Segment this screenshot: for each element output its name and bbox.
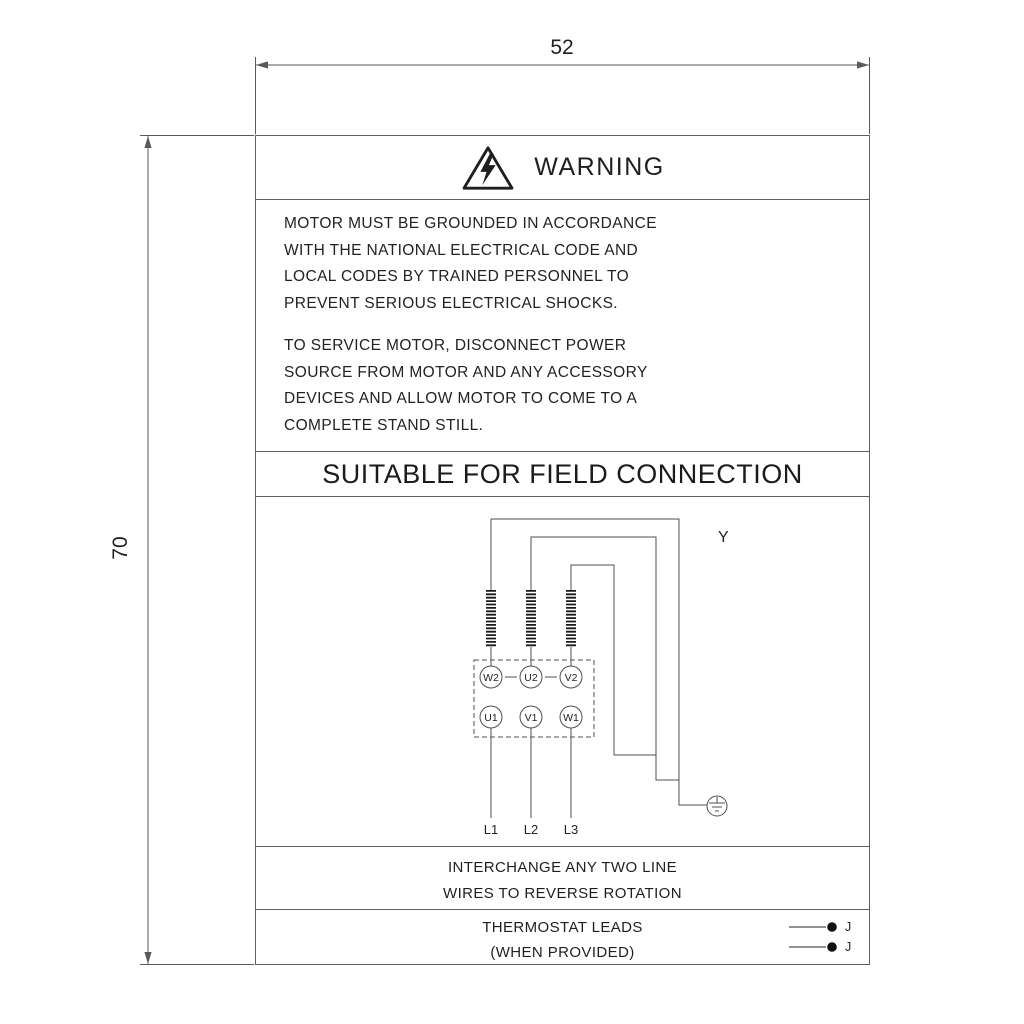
winding-route-outer xyxy=(490,518,707,806)
arrowhead-left-icon xyxy=(256,61,268,69)
field-connection-band: SUITABLE FOR FIELD CONNECTION xyxy=(256,452,869,497)
body-line: DEVICES AND ALLOW MOTOR TO COME TO A xyxy=(284,390,638,407)
winding-route-middle xyxy=(530,536,679,781)
body-line: TO SERVICE MOTOR, DISCONNECT POWER xyxy=(284,337,627,354)
lead-dot-icon xyxy=(827,942,837,952)
warning-title: WARNING xyxy=(534,153,665,181)
field-connection-title: SUITABLE FOR FIELD CONNECTION xyxy=(322,458,803,489)
star-connection-label: Y xyxy=(718,529,729,546)
terminal-u2 xyxy=(519,665,543,689)
thermostat-section: THERMOSTAT LEADS (WHEN PROVIDED) J J xyxy=(256,910,869,964)
grounding-paragraph: MOTOR MUST BE GROUNDED IN ACCORDANCE WIT… xyxy=(284,211,859,317)
thermostat-leads: J J xyxy=(789,920,852,954)
body-line: WITH THE NATIONAL ELECTRICAL CODE AND xyxy=(284,241,639,259)
terminal-w2 xyxy=(479,665,503,689)
arrowhead-up-icon xyxy=(144,136,152,148)
rotation-note-line: INTERCHANGE ANY TWO LINE xyxy=(447,859,678,876)
line-l2-label: L2 xyxy=(524,822,538,837)
rotation-note-line: WIRES TO REVERSE ROTATION xyxy=(443,885,682,902)
wiring-diagram-section: W2 U2 V2 U1 V1 W1 L1 L2 L3 Y xyxy=(256,497,869,847)
arrowhead-down-icon xyxy=(144,952,152,964)
line-l3-label: L3 xyxy=(564,822,578,837)
width-dimension-value: 52 xyxy=(550,36,573,59)
rotation-note: INTERCHANGE ANY TWO LINE WIRES TO REVERS… xyxy=(256,847,869,910)
body-line: MOTOR MUST BE GROUNDED IN ACCORDANCE xyxy=(284,215,657,232)
terminal-u1-label: U1 xyxy=(484,712,498,724)
lead-j-label: J xyxy=(845,940,852,954)
thermostat-line: (WHEN PROVIDED) xyxy=(490,944,635,961)
height-dimension-value: 70 xyxy=(109,536,132,559)
terminal-w2-label: W2 xyxy=(483,672,499,684)
terminal-v1-label: V1 xyxy=(525,712,538,724)
thermostat-line: THERMOSTAT LEADS xyxy=(482,919,643,936)
star-connection-diagram: W2 U2 V2 U1 V1 W1 L1 L2 L3 Y xyxy=(473,518,729,837)
body-line: PREVENT SERIOUS ELECTRICAL SHOCKS. xyxy=(284,294,619,312)
arrowhead-right-icon xyxy=(857,61,869,69)
label-outline: WARNING MOTOR MUST BE GROUNDED IN ACCORD… xyxy=(255,135,870,965)
terminal-u2-label: U2 xyxy=(524,672,538,684)
line-l1-label: L1 xyxy=(484,822,498,837)
terminal-v2 xyxy=(559,665,583,689)
body-line: COMPLETE STAND STILL. xyxy=(284,416,484,434)
lead-dot-icon xyxy=(827,922,837,932)
terminal-w1-label: W1 xyxy=(563,712,579,724)
service-paragraph: TO SERVICE MOTOR, DISCONNECT POWER SOURC… xyxy=(284,333,859,439)
terminal-box-outline xyxy=(473,659,595,738)
earth-ground-icon xyxy=(706,795,728,817)
safety-text-block: MOTOR MUST BE GROUNDED IN ACCORDANCE WIT… xyxy=(256,200,869,452)
warning-header: WARNING xyxy=(256,136,869,200)
body-line: LOCAL CODES BY TRAINED PERSONNEL TO xyxy=(284,268,630,285)
winding-route-inner xyxy=(570,564,656,756)
body-line: SOURCE FROM MOTOR AND ANY ACCESSORY xyxy=(284,363,648,381)
high-voltage-warning-triangle-icon xyxy=(460,145,516,191)
terminal-v2-label: V2 xyxy=(565,672,578,684)
lead-j-label: J xyxy=(845,920,852,934)
